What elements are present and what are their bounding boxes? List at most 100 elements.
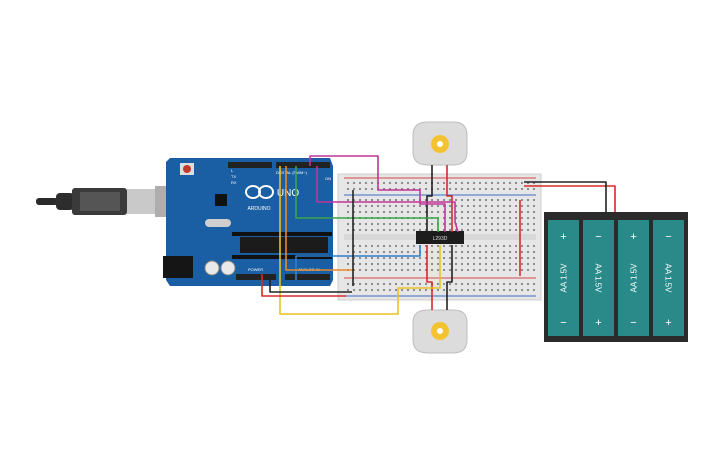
breadboard-hole — [383, 182, 385, 184]
breadboard-hole — [371, 211, 373, 213]
motor-top — [412, 121, 468, 166]
breadboard-hole — [455, 263, 457, 265]
breadboard-hole — [407, 229, 409, 231]
breadboard-hole — [449, 217, 451, 219]
breadboard-hole — [497, 245, 499, 247]
breadboard-hole — [395, 283, 397, 285]
arduino-board: ARDUINO UNO TX RX L ON DIGITAL (PWM~) AN… — [163, 158, 333, 286]
breadboard-hole — [467, 205, 469, 207]
breadboard-hole — [455, 205, 457, 207]
wire-motor-top-black — [426, 165, 433, 232]
breadboard-hole — [461, 251, 463, 253]
breadboard-hole — [401, 263, 403, 265]
breadboard-hole — [401, 182, 403, 184]
breadboard-hole — [359, 283, 361, 285]
breadboard-hole — [467, 229, 469, 231]
breadboard-hole — [527, 245, 529, 247]
breadboard-hole — [449, 211, 451, 213]
breadboard-hole — [509, 251, 511, 253]
breadboard-hole — [425, 211, 427, 213]
breadboard-hole — [497, 263, 499, 265]
breadboard-hole — [521, 269, 523, 271]
breadboard-hole — [365, 269, 367, 271]
breadboard-hole — [395, 263, 397, 265]
breadboard-hole — [347, 283, 349, 285]
breadboard-hole — [443, 182, 445, 184]
breadboard-hole — [497, 257, 499, 259]
breadboard-hole — [533, 289, 535, 291]
breadboard-hole — [497, 283, 499, 285]
breadboard-hole — [389, 199, 391, 201]
svg-text:L293D: L293D — [433, 236, 448, 242]
breadboard-hole — [533, 217, 535, 219]
breadboard-hole — [527, 229, 529, 231]
breadboard-hole — [365, 289, 367, 291]
battery-cells: AA 1.5V+−AA 1.5V−+AA 1.5V+−AA 1.5V−+ — [548, 220, 684, 336]
breadboard-hole — [521, 289, 523, 291]
breadboard-hole — [371, 188, 373, 190]
breadboard-hole — [353, 245, 355, 247]
breadboard-hole — [443, 229, 445, 231]
breadboard-hole — [383, 263, 385, 265]
wire-motor-bottom-red — [426, 245, 433, 310]
breadboard-hole — [485, 263, 487, 265]
breadboard-hole — [419, 205, 421, 207]
breadboard-hole — [419, 283, 421, 285]
breadboard-hole — [473, 199, 475, 201]
breadboard-hole — [497, 182, 499, 184]
breadboard-hole — [359, 182, 361, 184]
breadboard-hole — [425, 245, 427, 247]
breadboard-hole — [389, 289, 391, 291]
breadboard-hole — [359, 205, 361, 207]
breadboard-hole — [389, 223, 391, 225]
breadboard-hole — [455, 283, 457, 285]
breadboard-hole — [401, 251, 403, 253]
breadboard-hole — [479, 283, 481, 285]
breadboard-hole — [461, 211, 463, 213]
breadboard-hole — [461, 205, 463, 207]
breadboard-hole — [503, 211, 505, 213]
breadboard-hole — [533, 229, 535, 231]
breadboard-hole — [395, 223, 397, 225]
breadboard-hole — [407, 251, 409, 253]
breadboard-hole — [473, 217, 475, 219]
breadboard-hole — [425, 251, 427, 253]
breadboard-hole — [365, 251, 367, 253]
breadboard-hole — [485, 245, 487, 247]
breadboard-hole — [467, 217, 469, 219]
breadboard-hole — [413, 182, 415, 184]
breadboard-hole — [359, 251, 361, 253]
breadboard-hole — [521, 217, 523, 219]
breadboard-hole — [389, 283, 391, 285]
breadboard-hole — [443, 251, 445, 253]
breadboard-hole — [473, 269, 475, 271]
header-top-right — [276, 162, 330, 168]
breadboard-hole — [473, 223, 475, 225]
breadboard-hole — [443, 188, 445, 190]
breadboard-hole — [359, 257, 361, 259]
breadboard-hole — [467, 289, 469, 291]
breadboard-hole — [467, 223, 469, 225]
minus-symbol: − — [630, 317, 636, 329]
breadboard-hole — [533, 245, 535, 247]
breadboard-hole — [455, 199, 457, 201]
breadboard-hole — [449, 283, 451, 285]
breadboard-hole — [401, 257, 403, 259]
breadboard-hole — [509, 211, 511, 213]
breadboard-hole — [485, 217, 487, 219]
breadboard-hole — [449, 199, 451, 201]
breadboard-hole — [509, 245, 511, 247]
breadboard-hole — [353, 263, 355, 265]
breadboard-hole — [467, 245, 469, 247]
arduino-logo: ARDUINO UNO — [245, 185, 299, 212]
breadboard-hole — [431, 199, 433, 201]
breadboard-hole — [479, 251, 481, 253]
breadboard-hole — [485, 251, 487, 253]
svg-text:ON: ON — [325, 176, 331, 181]
breadboard-hole — [521, 245, 523, 247]
breadboard-hole — [371, 245, 373, 247]
breadboard-hole — [347, 211, 349, 213]
breadboard-hole — [521, 211, 523, 213]
breadboard-hole — [527, 283, 529, 285]
breadboard-hole — [413, 269, 415, 271]
